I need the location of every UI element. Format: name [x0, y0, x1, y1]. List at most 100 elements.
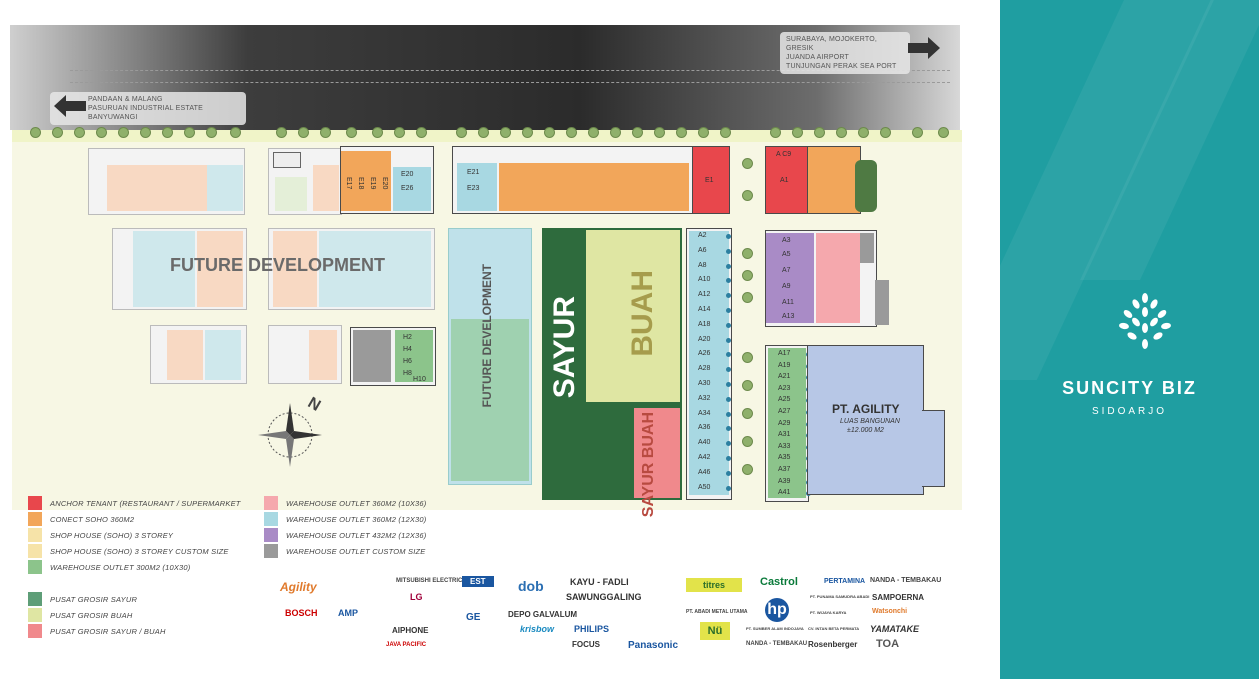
pusat-grosir-sayur-buah[interactable] [634, 408, 680, 498]
unit-a50[interactable]: A50 [698, 483, 711, 491]
unit-e20-col[interactable]: E20 [381, 177, 388, 190]
anchor-e1[interactable]: E1 [692, 146, 730, 214]
unit-a46[interactable]: A46 [698, 468, 711, 476]
plots-custom [353, 330, 391, 382]
unit-a34[interactable]: A34 [698, 409, 711, 417]
tree-icon [298, 127, 309, 138]
tree-icon [372, 127, 383, 138]
unit-a14[interactable]: A14 [698, 306, 711, 313]
tree-icon [522, 127, 533, 138]
pusat-grosir-buah[interactable] [586, 230, 680, 402]
tree-icon [654, 127, 665, 138]
tree-icon [698, 127, 709, 138]
legend-swatch [264, 496, 278, 510]
unit-a1: A1 [780, 177, 789, 184]
logo-aiphone: AIPHONE [392, 626, 429, 635]
unit-h8[interactable]: H8 [403, 370, 412, 377]
unit-e20[interactable]: E20 [401, 171, 414, 178]
unit-a30[interactable]: A30 [698, 380, 711, 387]
unit-a40[interactable]: A40 [698, 439, 711, 447]
unit-a35[interactable]: A35 [778, 454, 791, 462]
unit-a20[interactable]: A20 [698, 335, 711, 343]
tree-icon [742, 436, 753, 447]
block-a-mid: A3 A5 A7 A9 A11 A13 [765, 230, 877, 327]
unit-a37[interactable]: A37 [778, 466, 791, 473]
block-left-top [88, 148, 245, 215]
unit-a21[interactable]: A21 [778, 373, 791, 381]
plots-wh360 [393, 167, 431, 211]
plots-wh300 [768, 348, 806, 498]
unit-h10[interactable]: H10 [413, 376, 426, 383]
future-development-label-1: FUTURE DEVELOPMENT [170, 255, 386, 275]
unit-a27[interactable]: A27 [778, 408, 791, 415]
unit-a6[interactable]: A6 [698, 246, 707, 254]
unit-a28[interactable]: A28 [698, 365, 711, 373]
lane-line [70, 82, 950, 83]
unit-a26[interactable]: A26 [698, 350, 711, 358]
unit-h4[interactable]: H4 [403, 346, 412, 353]
plots-wh360 [816, 233, 860, 323]
tree-icon [632, 127, 643, 138]
unit-e23[interactable]: E23 [467, 185, 480, 192]
sayur-label: SAYUR [548, 296, 581, 399]
unit-a9[interactable]: A9 [782, 283, 791, 290]
unit-e18[interactable]: E18 [357, 177, 364, 190]
legend-right-item: WAREHOUSE OUTLET 432M2 (12X36) [264, 528, 427, 542]
suncity-logo-icon [1119, 293, 1171, 349]
unit-a33[interactable]: A33 [778, 442, 791, 450]
unit-h6[interactable]: H6 [403, 358, 412, 365]
unit-a25[interactable]: A25 [778, 396, 791, 404]
unit-marker-icon [726, 485, 731, 491]
unit-e21[interactable]: E21 [467, 169, 480, 176]
logo-mitsubishi: MITSUBISHI ELECTRIC [396, 578, 463, 584]
unit-a10[interactable]: A10 [698, 276, 711, 284]
logo-java-pacific: JAVA PACIFIC [386, 642, 427, 648]
unit-a23[interactable]: A23 [778, 384, 791, 392]
unit-a42[interactable]: A42 [698, 454, 711, 461]
unit-e26[interactable]: E26 [401, 185, 414, 192]
sayur-buah-label: SAYUR BUAH [640, 412, 657, 518]
legend-label: CONECT SOHO 360M2 [50, 514, 135, 524]
logo-cv: CV. INTAN BETA PERMATA [808, 626, 860, 631]
anchor-a1[interactable]: A C9 A1 [765, 146, 809, 214]
block-future-mid [268, 228, 435, 310]
unit-a18[interactable]: A18 [698, 320, 711, 328]
unit-a7[interactable]: A7 [782, 267, 791, 274]
tree-icon [836, 127, 847, 138]
pt-agility-building[interactable] [807, 345, 924, 495]
unit-marker-icon [726, 293, 731, 299]
logo-krisbow: krisbow [520, 624, 555, 634]
pusat-grosir-sayur[interactable] [542, 228, 682, 500]
legend-right-item: WAREHOUSE OUTLET 360M2 (10X36) [264, 496, 427, 510]
unit-e17[interactable]: E17 [345, 177, 352, 190]
unit-a17[interactable]: A17 [778, 350, 791, 357]
future-green [451, 319, 529, 481]
unit-a2[interactable]: A2 [698, 232, 707, 239]
unit-a13[interactable]: A13 [782, 313, 795, 320]
unit-a31[interactable]: A31 [778, 431, 791, 439]
tree-icon [456, 127, 467, 138]
unit-marker-icon [726, 367, 731, 373]
unit-e19[interactable]: E19 [369, 177, 376, 190]
unit-a3[interactable]: A3 [782, 237, 791, 244]
legend-right-item: WAREHOUSE OUTLET CUSTOM SIZE [264, 544, 426, 558]
unit-a32[interactable]: A32 [698, 394, 711, 402]
unit-marker-icon [726, 248, 731, 254]
unit-a12[interactable]: A12 [698, 291, 711, 299]
unit-a29[interactable]: A29 [778, 419, 791, 427]
agility-sub2: ±12.000 M2 [847, 427, 884, 434]
unit-a41[interactable]: A41 [778, 489, 791, 497]
unit-a5[interactable]: A5 [782, 251, 791, 258]
unit-a19[interactable]: A19 [778, 361, 791, 369]
unit-h2[interactable]: H2 [403, 334, 412, 341]
unit-a36[interactable]: A36 [698, 424, 711, 432]
unit-a11[interactable]: A11 [782, 299, 794, 306]
unit-marker-icon [726, 322, 731, 328]
unit-a8[interactable]: A8 [698, 261, 707, 269]
legend-swatch [264, 528, 278, 542]
tree-icon [184, 127, 195, 138]
unit-a39[interactable]: A39 [778, 477, 791, 485]
tree-icon [74, 127, 85, 138]
tree-icon [588, 127, 599, 138]
plots-wh [207, 165, 243, 211]
